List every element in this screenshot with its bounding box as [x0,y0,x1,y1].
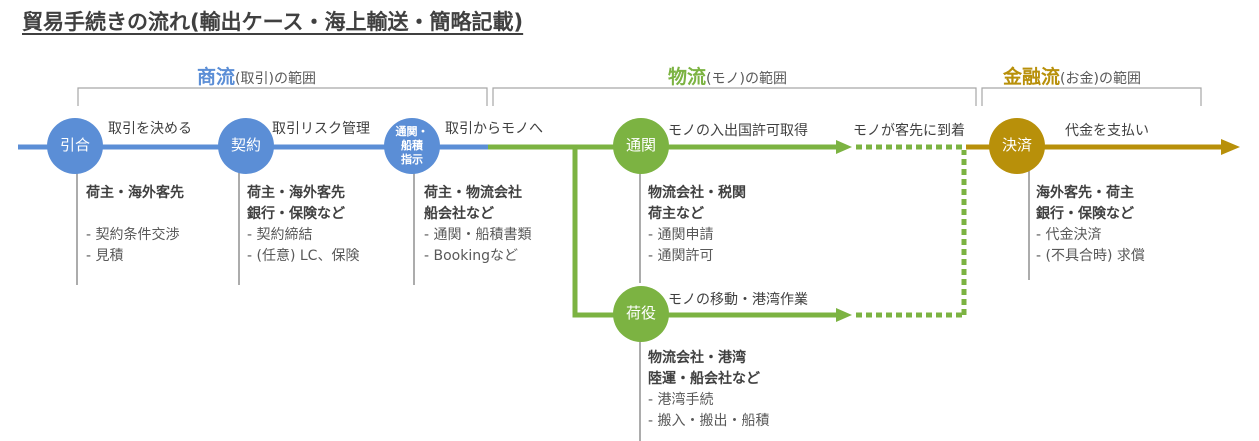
instruction-item-2: - Bookingなど [424,248,518,264]
cargo-parties-2: 陸運・船会社など [648,371,760,387]
dotted-connectors [856,144,967,318]
finance-arrowhead [1221,139,1240,155]
branch-line [572,147,838,318]
contract-item-2: - (任意) LC、保険 [247,248,360,264]
finance-section-main: 金融流 [1003,66,1061,88]
customs-shipping-instruction-node: 通関・ 船積 指示 [384,118,440,174]
page-title: 貿易手続きの流れ(輸出ケース・海上輸送・簡略記載) [22,10,524,34]
instruction-item-1: - 通関・船積書類 [424,227,532,243]
contract-description: 荷主・海外客先 銀行・保険など - 契約締結 - (任意) LC、保険 [247,183,359,267]
finance-section-sub: (お金)の範囲 [1060,71,1141,87]
contract-parties-1: 荷主・海外客先 [247,185,345,201]
customs-item-2: - 通関許可 [648,248,714,264]
cargo-handling-node: 荷役 [613,286,669,342]
finance-bracket [981,87,1202,106]
permit-arrowhead [836,140,852,154]
cargo-parties-1: 物流会社・港湾 [648,350,746,366]
inquiry-item-2: - 見積 [86,248,124,264]
instruction-node-line2: 船積 [401,139,423,153]
contract-parties-2: 銀行・保険など [247,206,345,222]
logistics-section-sub: (モノ)の範囲 [706,71,787,87]
logistics-bracket [492,87,977,106]
logistics-section-main: 物流 [668,66,707,88]
settlement-node: 決済 [989,118,1045,174]
step-label-arrival: モノが客先に到着 [853,123,965,139]
instruction-description: 荷主・物流会社 船会社など - 通関・船積書類 - Bookingなど [424,183,532,267]
step-label-to-goods: 取引からモノへ [445,121,543,137]
instruction-node-line3: 指示 [401,152,423,166]
inquiry-description: 荷主・海外客先 - 契約条件交渉 - 見積 [86,183,184,267]
customs-item-1: - 通関申請 [648,227,714,243]
contract-item-1: - 契約締結 [247,227,313,243]
logistics-section-label: 物流(モノ)の範囲 [668,62,787,89]
inquiry-node: 引合 [47,118,103,174]
contract-node: 契約 [218,118,274,174]
instruction-parties-1: 荷主・物流会社 [424,185,522,201]
movement-arrowhead [836,308,852,322]
step-label-movement: モノの移動・港湾作業 [668,292,808,308]
instruction-node-line1: 通関・ [395,125,429,139]
customs-parties-1: 物流会社・税関 [648,185,746,201]
commercial-bracket [77,87,488,106]
commercial-section-main: 商流 [197,66,236,88]
commercial-section-sub: (取引)の範囲 [235,71,316,87]
step-label-decide-deal: 取引を決める [108,121,192,137]
instruction-parties-2: 船会社など [424,206,494,222]
customs-node: 通関 [613,118,669,174]
step-label-permit: モノの入出国許可取得 [668,123,808,139]
inquiry-spacer [86,204,184,225]
cargo-item-2: - 搬入・搬出・船積 [648,413,770,429]
cargo-item-1: - 港湾手続 [648,392,714,408]
settlement-parties-2: 銀行・保険など [1036,206,1134,222]
commercial-section-label: 商流(取引)の範囲 [197,62,316,89]
step-label-risk-management: 取引リスク管理 [272,121,370,137]
settlement-item-1: - 代金決済 [1036,227,1102,243]
settlement-item-2: - (不具合時) 求償 [1036,248,1145,264]
settlement-parties-1: 海外客先・荷主 [1036,185,1134,201]
customs-description: 物流会社・税関 荷主など - 通関申請 - 通関許可 [648,183,746,267]
inquiry-parties: 荷主・海外客先 [86,185,184,201]
finance-section-label: 金融流(お金)の範囲 [1003,62,1141,89]
cargo-description: 物流会社・港湾 陸運・船会社など - 港湾手続 - 搬入・搬出・船積 [648,348,770,432]
customs-parties-2: 荷主など [648,206,704,222]
settlement-description: 海外客先・荷主 銀行・保険など - 代金決済 - (不具合時) 求償 [1036,183,1145,267]
step-label-payment: 代金を支払い [1065,123,1149,139]
inquiry-item-1: - 契約条件交渉 [86,227,180,243]
